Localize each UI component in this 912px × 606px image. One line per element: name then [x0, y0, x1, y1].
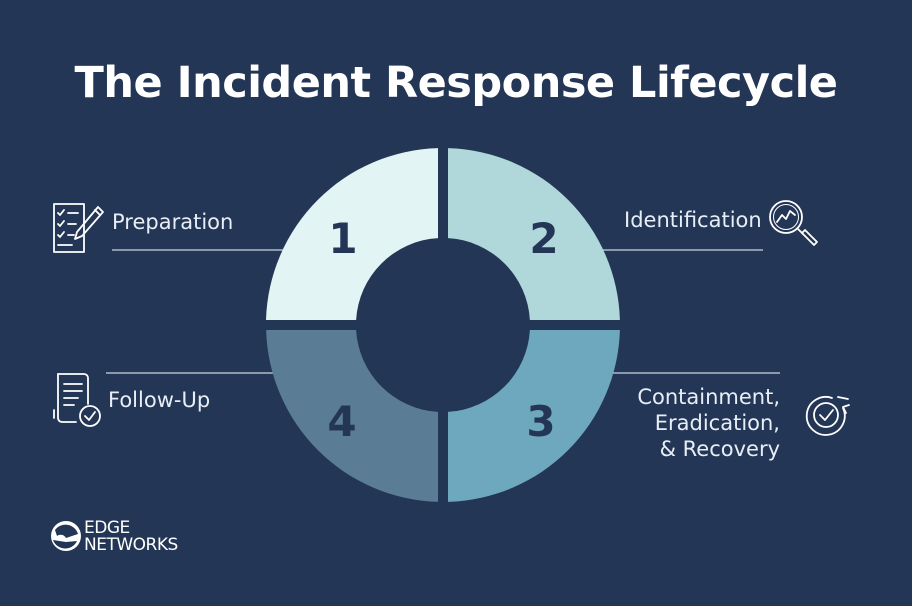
stage-label-follow-up: Follow-Up — [108, 388, 211, 412]
document-check-icon — [53, 373, 101, 427]
checklist-pencil-icon — [53, 203, 104, 253]
stage-label-identification: Identification — [624, 208, 762, 232]
stage-label-containment-line: & Recovery — [659, 437, 780, 461]
edge-networks-logo-mark — [51, 521, 81, 551]
stage-number-1: 1 — [328, 214, 357, 263]
segment-2 — [448, 148, 620, 320]
stage-label-containment: Containment, Eradication, & Recovery — [560, 384, 780, 462]
stage-number-2: 2 — [529, 214, 558, 263]
logo-text-networks: NETWORKS — [84, 535, 178, 555]
magnifier-chart-icon — [769, 200, 818, 246]
segment-4 — [266, 330, 438, 502]
company-logo: EDGE NETWORKS — [50, 518, 200, 558]
stage-number-4: 4 — [327, 397, 356, 446]
stage-label-containment-line: Containment, — [637, 385, 780, 409]
stage-number-3: 3 — [526, 397, 555, 446]
page-title: The Incident Response Lifecycle — [74, 58, 838, 108]
refresh-check-icon — [805, 396, 850, 436]
segment-1 — [266, 148, 438, 320]
stage-label-preparation: Preparation — [112, 210, 234, 234]
segment-3 — [448, 330, 620, 502]
stage-label-containment-line: Eradication, — [654, 411, 780, 435]
logo-text-edge: EDGE — [84, 518, 130, 538]
